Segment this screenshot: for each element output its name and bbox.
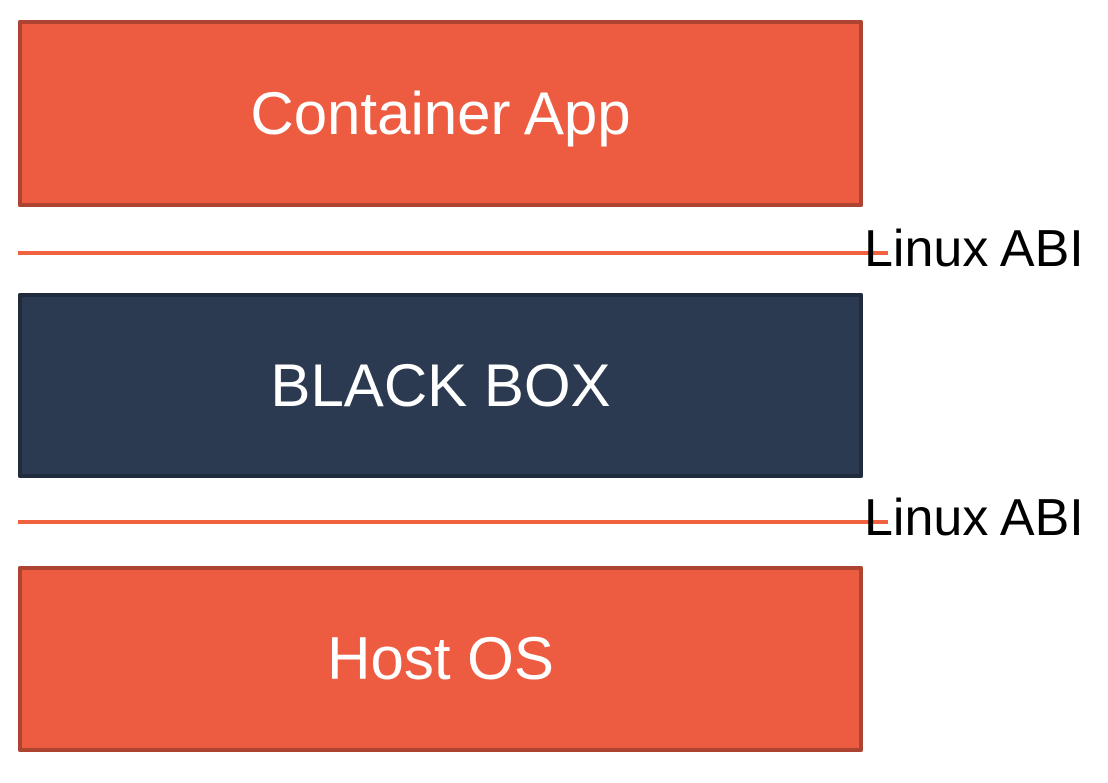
linux-abi-line-bottom [18, 520, 888, 524]
linux-abi-label-top: Linux ABI [864, 220, 1084, 278]
layer-box-host-os: Host OS [18, 566, 863, 752]
layer-box-container-app: Container App [18, 20, 863, 207]
layer-box-black-box: BLACK BOX [18, 293, 863, 478]
layer-label-black-box: BLACK BOX [270, 351, 611, 419]
linux-abi-line-top [18, 251, 888, 255]
layer-label-host-os: Host OS [327, 625, 554, 692]
layer-label-container-app: Container App [250, 79, 631, 147]
linux-abi-label-bottom: Linux ABI [864, 489, 1084, 547]
